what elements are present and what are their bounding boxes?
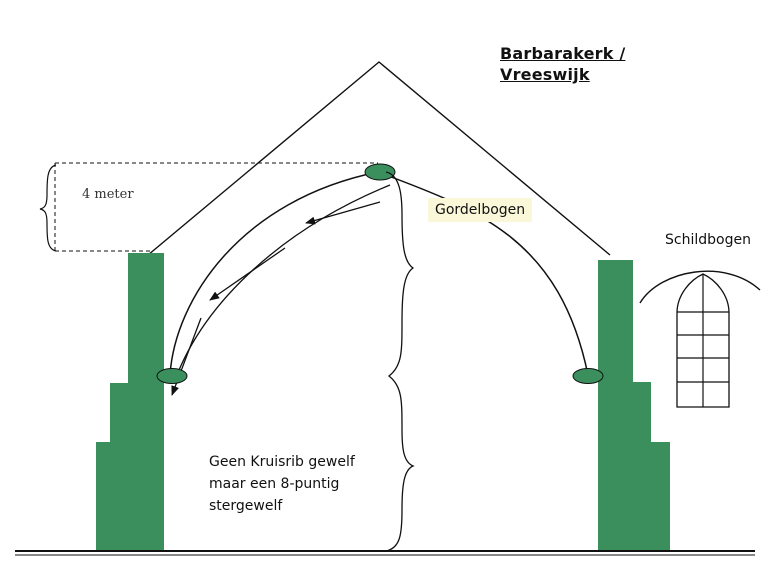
schildbogen-label: Schildbogen: [665, 232, 751, 248]
ellipse-right-springer: [572, 368, 604, 384]
roof-outline: [147, 61, 611, 256]
left-pillar: [96, 253, 164, 552]
ellipse-keystone: [364, 163, 396, 181]
gothic-window: [676, 273, 730, 408]
right-pillar: [598, 260, 670, 552]
arrow-2: [209, 247, 286, 301]
title-line-1: Barbarakerk /: [500, 44, 626, 63]
height-brace: [39, 164, 57, 252]
title-line-2: Vreeswijk: [500, 65, 590, 84]
note-line-2: maar een 8-puntig: [209, 476, 340, 492]
gordelbogen-label: Gordelbogen: [428, 198, 533, 222]
note-line-3: stergewelf: [209, 498, 283, 514]
ellipse-left-springer: [156, 368, 188, 384]
inner-rib-arc: [174, 184, 391, 381]
schildboog-arc: [639, 270, 761, 304]
arrow-1: [305, 201, 381, 225]
height-label: 4 meter: [82, 187, 134, 202]
note-line-1: Geen Kruisrib gewelf: [209, 454, 355, 470]
height-brace-vertical: [385, 171, 415, 552]
